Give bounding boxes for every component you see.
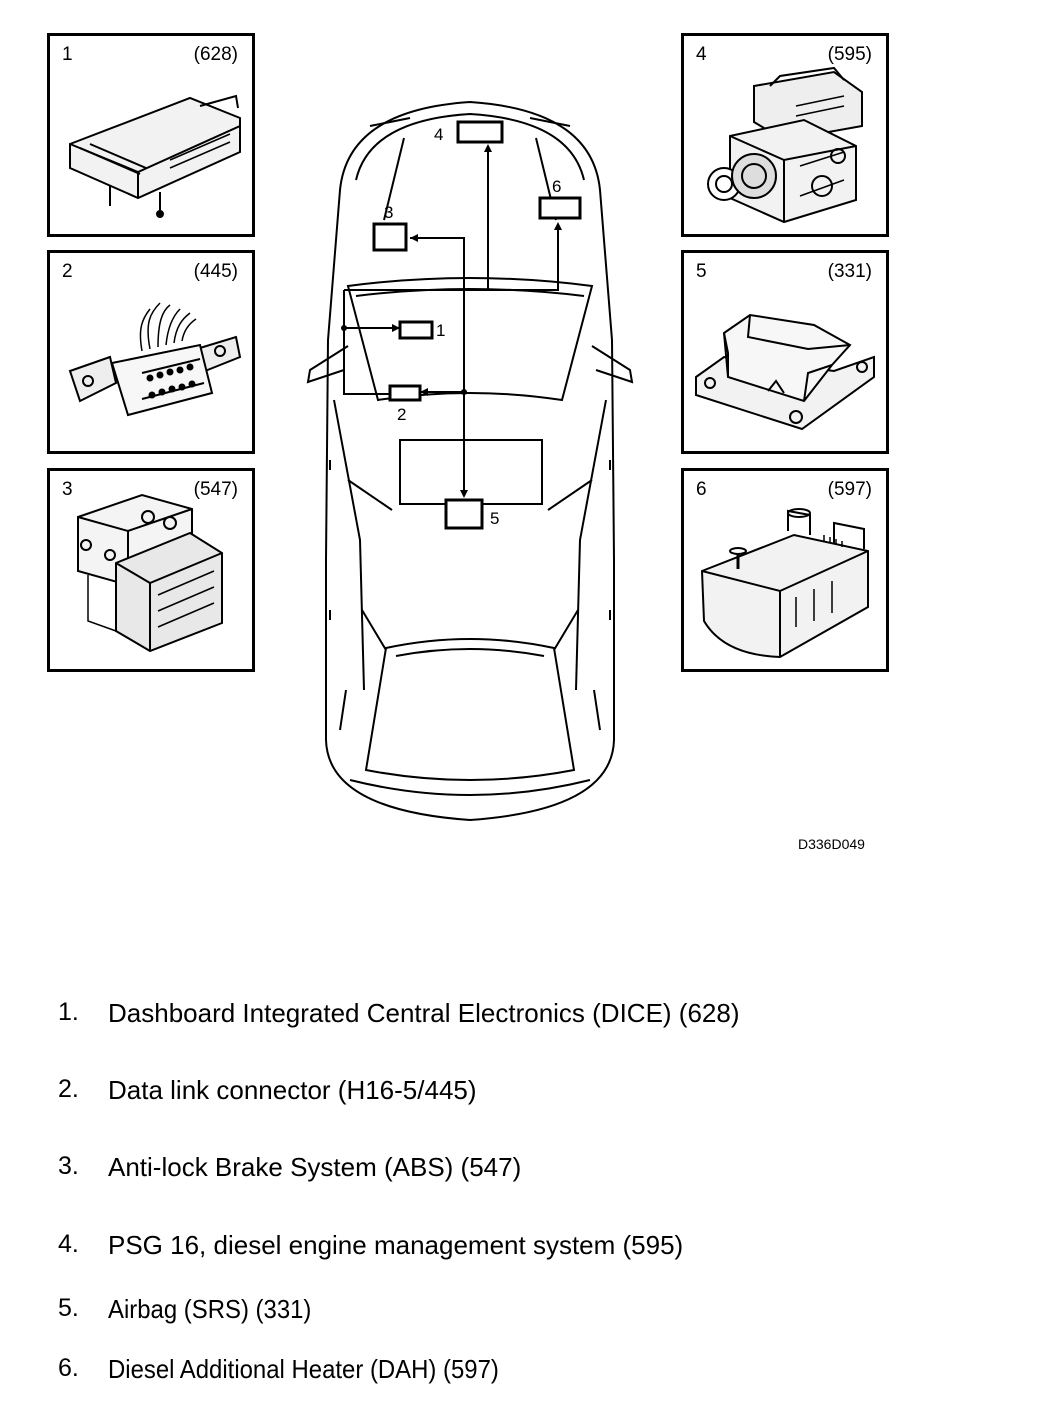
legend-number: 1. — [58, 998, 79, 1026]
legend-number: 5. — [58, 1294, 79, 1322]
legend-item-5: 5. Airbag (SRS) (331) — [58, 1294, 329, 1325]
airbag-module-illustration — [695, 313, 875, 431]
rear-window — [364, 638, 576, 781]
connector-illustration — [68, 302, 242, 417]
figure-reference: D336D049 — [798, 836, 865, 852]
panel-code: (445) — [193, 261, 238, 282]
panel-code: (597) — [827, 479, 872, 500]
component-panel-1: 1 (628) — [47, 33, 255, 237]
panel-code: (331) — [827, 261, 872, 282]
panel-code: (595) — [827, 44, 872, 65]
legend-text: Dashboard Integrated Central Electronics… — [108, 998, 740, 1028]
car-top-view-diagram: 1 2 3 4 5 6 — [306, 100, 634, 822]
panel-number: 2 — [62, 261, 73, 282]
component-panel-2: 2 (445) — [47, 250, 255, 454]
legend-item-2: 2. Data link connector (H16-5/445) — [58, 1075, 477, 1106]
car-label-3: 3 — [384, 203, 393, 222]
legend-text: Anti-lock Brake System (ABS) (547) — [108, 1152, 522, 1182]
panel-number: 4 — [696, 44, 707, 65]
car-box-6 — [538, 196, 582, 220]
car-label-4: 4 — [434, 125, 443, 144]
panel-number: 6 — [696, 479, 707, 500]
legend-text: PSG 16, diesel engine management system … — [108, 1230, 684, 1260]
car-label-1: 1 — [436, 321, 445, 340]
dice-module-illustration — [69, 94, 241, 218]
legend-text: Diesel Additional Heater (DAH) (597) — [108, 1354, 499, 1384]
legend-number: 3. — [58, 1152, 79, 1180]
legend-text: Airbag (SRS) (331) — [108, 1294, 312, 1324]
injection-pump-illustration — [707, 66, 863, 224]
car-box-4 — [456, 120, 504, 144]
legend-item-1: 1. Dashboard Integrated Central Electron… — [58, 998, 740, 1029]
legend-number: 6. — [58, 1354, 79, 1382]
component-panel-5: 5 (331) — [681, 250, 889, 454]
legend-item-6: 6. Diesel Additional Heater (DAH) (597) — [58, 1354, 533, 1385]
diesel-heater-illustration — [700, 508, 869, 659]
right-mirror — [591, 345, 634, 384]
legend-item-4: 4. PSG 16, diesel engine management syst… — [58, 1230, 683, 1261]
panel-code: (628) — [193, 44, 238, 65]
legend-item-3: 3. Anti-lock Brake System (ABS) (547) — [58, 1152, 521, 1183]
car-box-2 — [388, 384, 422, 402]
component-panel-6: 6 (597) — [681, 468, 889, 672]
sunroof — [399, 439, 543, 505]
abs-unit-illustration — [77, 493, 223, 653]
panel-number: 1 — [62, 44, 73, 65]
car-label-6: 6 — [552, 177, 561, 196]
panel-number: 3 — [62, 479, 73, 500]
legend-number: 4. — [58, 1230, 79, 1258]
car-box-5 — [444, 498, 484, 530]
legend-text: Data link connector (H16-5/445) — [108, 1075, 477, 1105]
car-label-5: 5 — [490, 509, 499, 528]
car-box-1 — [398, 320, 434, 340]
panel-number: 5 — [696, 261, 707, 282]
car-box-3 — [372, 222, 408, 252]
windshield — [346, 277, 594, 402]
car-body-outline — [325, 100, 615, 822]
component-panel-4: 4 (595) — [681, 33, 889, 237]
panel-code: (547) — [193, 479, 238, 500]
car-label-2: 2 — [397, 405, 406, 424]
legend-number: 2. — [58, 1075, 79, 1103]
left-mirror — [306, 345, 349, 384]
component-panel-3: 3 (547) — [47, 468, 255, 672]
